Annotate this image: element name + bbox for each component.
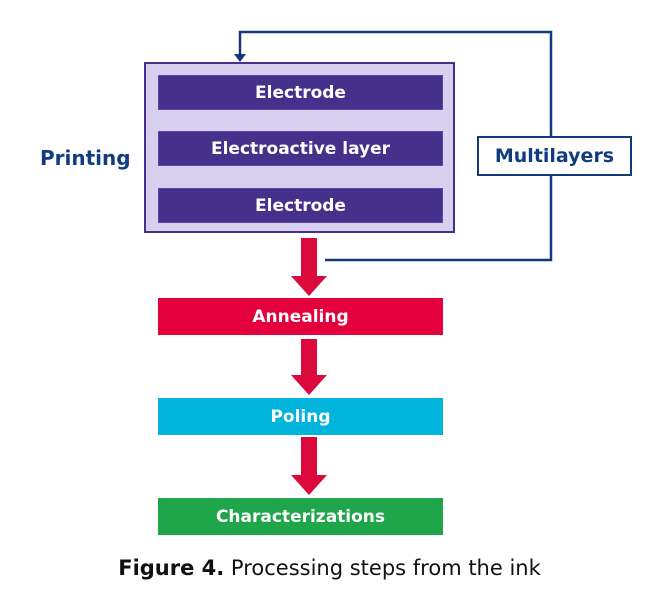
- step-annealing: Annealing: [158, 298, 443, 335]
- arrow-down-icon: [291, 238, 327, 296]
- multilayers-box: Multilayers: [477, 136, 632, 176]
- caption-label: Figure 4.: [118, 556, 225, 580]
- step-poling: Poling: [158, 398, 443, 435]
- printing-label: Printing: [40, 146, 131, 170]
- multilayers-loop-line: [238, 30, 553, 262]
- loop-arrowhead-icon: [234, 54, 246, 62]
- figure-caption: Figure 4. Processing steps from the ink: [0, 556, 659, 580]
- caption-text: Processing steps from the ink: [224, 556, 541, 580]
- arrow-down-icon: [291, 437, 327, 495]
- layer-electroactive: Electroactive layer: [158, 131, 443, 166]
- layer-electrode-top: Electrode: [158, 75, 443, 110]
- step-characterizations: Characterizations: [158, 498, 443, 535]
- layer-electrode-bottom: Electrode: [158, 188, 443, 223]
- arrow-down-icon: [291, 339, 327, 395]
